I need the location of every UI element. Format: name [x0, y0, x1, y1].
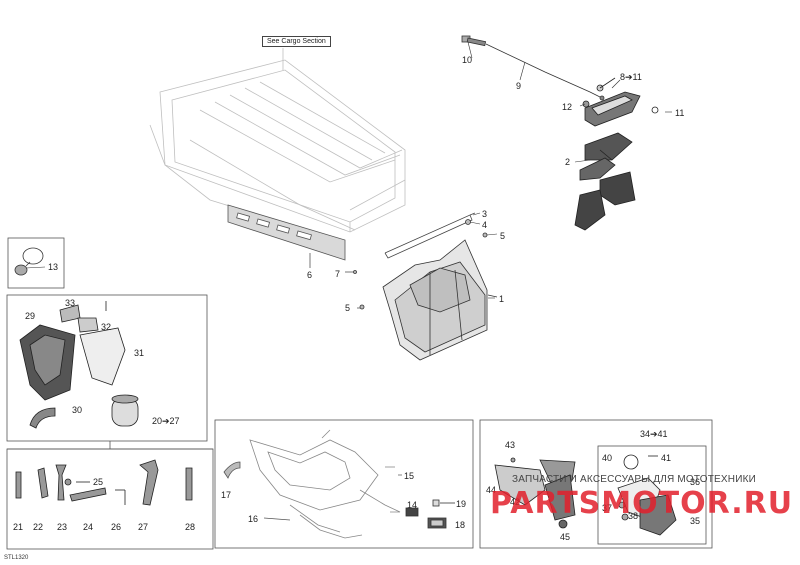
tools-illustration	[15, 459, 193, 506]
callout-33: 33	[65, 298, 76, 308]
callout-13: 13	[48, 262, 59, 272]
callout-25: 25	[93, 477, 104, 487]
callout-44: 44	[486, 485, 497, 495]
callout-43: 43	[505, 440, 516, 450]
callout-23: 23	[57, 522, 68, 532]
callout-9: 9	[516, 81, 522, 91]
callout-42: 42	[510, 497, 521, 507]
watermark-brand: PARTSMOTOR.RU	[490, 486, 794, 521]
callout-6: 6	[307, 270, 313, 280]
callout-4: 4	[482, 220, 488, 230]
callout-5-lower: 5	[345, 303, 351, 313]
callout-21: 21	[13, 522, 24, 532]
callout-34-41: 34➔41	[640, 429, 668, 439]
callout-7: 7	[335, 269, 341, 279]
callout-18: 18	[455, 520, 466, 530]
callout-29: 29	[25, 311, 36, 321]
leader-lines	[25, 41, 672, 476]
callout-1: 1	[499, 294, 505, 304]
callout-12: 12	[562, 102, 573, 112]
cargo-rack-illustration	[149, 48, 406, 241]
callout-5-upper: 5	[500, 231, 506, 241]
fasteners-center	[345, 219, 488, 310]
mirror-illustration	[14, 247, 44, 276]
small-parts-box	[405, 499, 455, 529]
detail-boxes	[6, 237, 713, 550]
headlight-illustration	[582, 77, 659, 127]
callout-45: 45	[560, 532, 571, 542]
callout-28: 28	[185, 522, 196, 532]
callout-14: 14	[407, 500, 418, 510]
callout-8-11: 8➔11	[620, 72, 642, 82]
hitch-illustration	[494, 454, 677, 536]
callout-11: 11	[675, 108, 685, 118]
callout-38: 38	[628, 511, 639, 521]
callout-36: 36	[690, 477, 701, 487]
cable-illustration	[461, 35, 605, 101]
bracket-illustration	[384, 212, 476, 259]
toolbox-illustration	[19, 301, 139, 429]
callout-26: 26	[111, 522, 122, 532]
watermark-tagline: ЗАПЧАСТИ И АКСЕССУАРЫ ДЛЯ МОТОТЕХНИКИ	[512, 474, 757, 485]
mount-illustration	[574, 132, 636, 231]
callout-27: 27	[138, 522, 149, 532]
front-panel-illustration	[382, 239, 498, 361]
callout-10: 10	[462, 55, 473, 65]
callout-15: 15	[404, 471, 415, 481]
callout-35: 35	[690, 516, 701, 526]
callout-32: 32	[101, 322, 112, 332]
cargo-section-note: See Cargo Section	[262, 36, 331, 47]
callout-22: 22	[33, 522, 44, 532]
snowmobile-illustration	[223, 429, 401, 539]
callout-20-27: 20➔27	[152, 416, 180, 426]
reference-code: STL1320	[4, 555, 29, 561]
callout-30: 30	[72, 405, 83, 415]
callout-37: 37	[602, 503, 613, 513]
callout-16: 16	[248, 514, 259, 524]
side-panel-illustration	[227, 204, 346, 268]
callout-31: 31	[134, 348, 145, 358]
callout-24: 24	[83, 522, 94, 532]
callout-2: 2	[565, 157, 571, 167]
callout-3: 3	[482, 209, 488, 219]
callout-40: 40	[602, 453, 613, 463]
callout-41: 41	[661, 453, 672, 463]
callout-19: 19	[456, 499, 467, 509]
callout-17: 17	[221, 490, 232, 500]
